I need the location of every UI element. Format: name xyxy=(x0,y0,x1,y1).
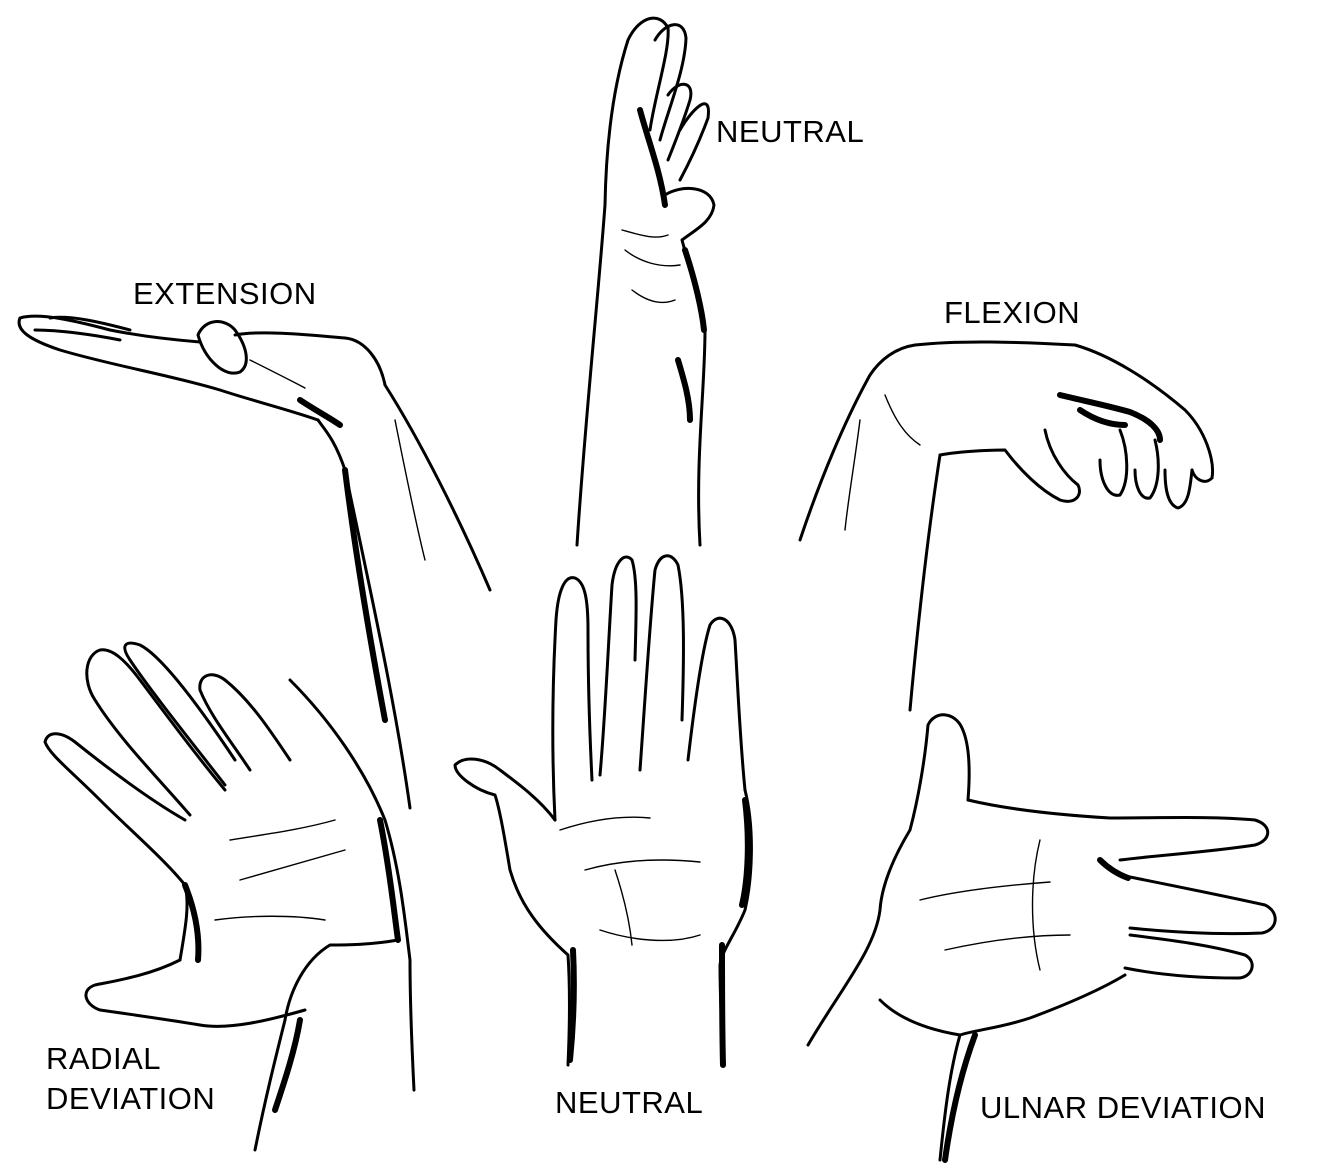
label-neutral-top: NEUTRAL xyxy=(716,111,864,153)
label-extension: EXTENSION xyxy=(133,273,317,315)
label-radial-deviation-line1: RADIAL xyxy=(46,1038,161,1080)
label-flexion: FLEXION xyxy=(944,292,1080,334)
label-ulnar-deviation: ULNAR DEVIATION xyxy=(980,1087,1266,1129)
hand-extension xyxy=(19,316,490,808)
hand-neutral-palm xyxy=(455,556,751,1065)
label-neutral-bottom: NEUTRAL xyxy=(555,1082,703,1124)
hand-flexion xyxy=(800,342,1213,710)
label-radial-deviation-line2: DEVIATION xyxy=(46,1078,215,1120)
hand-neutral-vertical xyxy=(577,18,714,545)
